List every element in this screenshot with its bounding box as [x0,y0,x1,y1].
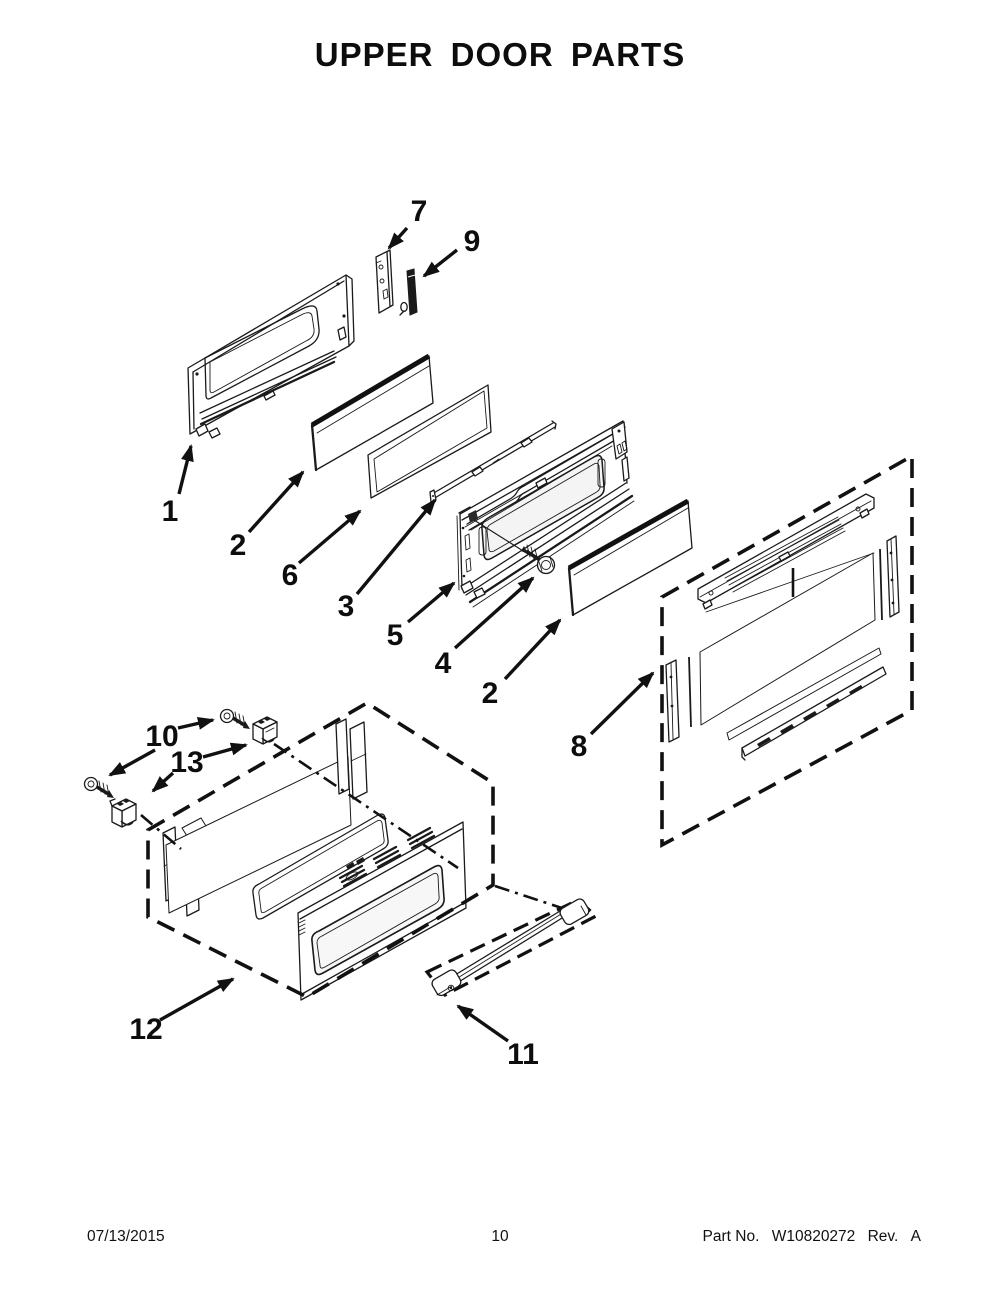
part-12-door-assembly-drawing [140,700,578,1001]
footer-part-number: W10820272 [771,1228,856,1245]
footer-rev-label: Rev. [867,1228,899,1245]
part-8-door-assembly-drawing [660,452,914,849]
footer-page-number: 10 [491,1228,509,1245]
part-5-inner-door-panel-drawing [456,420,635,608]
callout-label-10: 10 [145,720,179,753]
callout-label-13: 13 [170,746,204,779]
callout-label-12: 12 [129,1013,163,1046]
part-2-glass-panel-upper-drawing [310,353,434,472]
footer-rev-value: A [910,1228,921,1245]
callout-label-2a: 2 [229,529,247,562]
footer-part-no-label: Part No. [702,1228,760,1245]
part-2-glass-panel-lower-drawing [567,498,693,617]
callout-label-8: 8 [570,730,588,763]
part-9-door-latch-drawing [399,268,418,316]
callout-label-1: 1 [161,495,179,528]
callout-label-11: 11 [507,1038,539,1071]
callout-label-2b: 2 [481,677,499,710]
footer-part-info: Part No. W10820272 Rev. A [703,1228,921,1246]
footer-date: 07/13/2015 [87,1228,165,1245]
callout-label-4: 4 [434,647,452,680]
callout-label-5: 5 [386,619,404,652]
callout-label-9: 9 [463,225,481,258]
part-1-outer-door-frame-drawing [187,274,355,439]
callout-arrows [108,226,655,1043]
part-6-glass-panel-framed-drawing [367,384,492,499]
part-7-latch-bracket-drawing [375,249,394,314]
callout-label-3: 3 [337,590,355,623]
part-4-screw-drawing [473,519,556,575]
part-10-screws-drawing [83,708,250,798]
callout-label-6: 6 [281,559,299,592]
part-11-handle-drawing [424,898,599,998]
callout-label-7: 7 [410,195,428,228]
part-13-clips-drawing [109,716,278,828]
page-title: UPPER DOOR PARTS [314,36,686,73]
